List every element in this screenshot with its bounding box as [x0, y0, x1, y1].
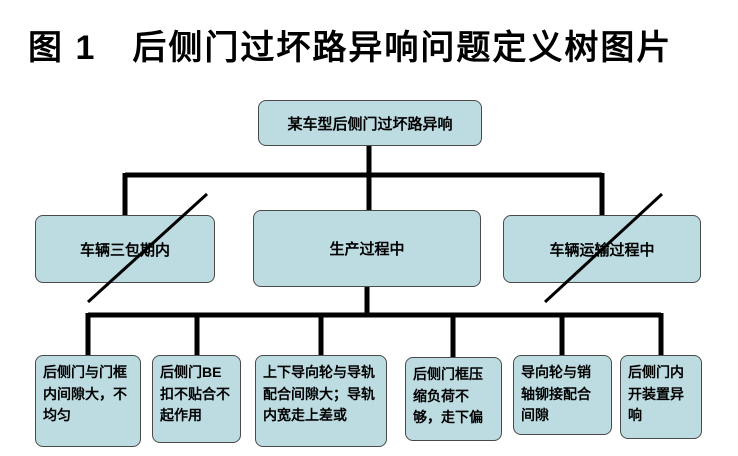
node-be-buckle-fit: 后侧门BE扣不贴合不起作用 — [152, 355, 241, 443]
node-inner-opening-device-noise: 后侧门内开装置异响 — [620, 355, 702, 439]
node-frame-compression-load: 后侧门框压缩负荷不够，走下偏 — [405, 357, 502, 441]
node-guide-wheel-rail-gap: 上下导向轮与导轨配合间隙大；导轨内宽走上差或 — [255, 355, 387, 447]
node-guide-wheel-pin-rivet-gap: 导向轮与销轴铆接配合间隙 — [513, 355, 612, 435]
node-vehicle-transport: 车辆运输过程中 — [503, 215, 701, 283]
node-warranty-period: 车辆三包期内 — [35, 215, 215, 283]
node-root: 某车型后侧门过坏路异响 — [258, 100, 482, 146]
node-door-frame-gap: 后侧门与门框内间隙大，不均匀 — [35, 355, 141, 447]
figure-title: 图 1 后侧门过坏路异响问题定义树图片 — [28, 29, 673, 67]
node-production-process: 生产过程中 — [253, 210, 481, 287]
